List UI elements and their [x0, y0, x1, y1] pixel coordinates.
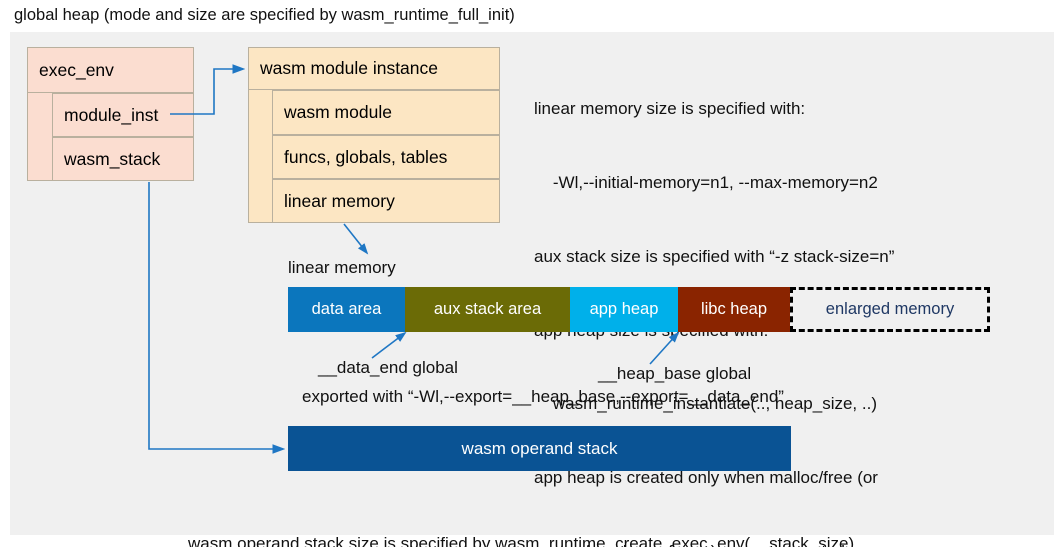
runtime-note-line: aux stack size is specified with “-z sta…	[534, 246, 895, 266]
wasm-module-label: wasm module	[284, 102, 392, 122]
memory-segment-aux-stack-area: aux stack area	[405, 287, 570, 332]
wasm-operand-stack-label: wasm operand stack	[461, 438, 618, 458]
memory-segment-libc-heap: libc heap	[678, 287, 790, 332]
memory-segment-app-heap: app heap	[570, 287, 678, 332]
module-instance-field-linear-memory: linear memory	[272, 179, 500, 223]
data-end-annotation: __data_end global	[318, 358, 458, 377]
memory-segment-enlarged-memory: enlarged memory	[790, 287, 990, 332]
linear-memory-field-label: linear memory	[284, 190, 395, 211]
operand-stack-note-line: wasm operand stack size is specified by …	[188, 534, 855, 547]
heap-base-annotation: __heap_base global	[598, 364, 752, 383]
exec-env-field-module-inst: module_inst	[52, 93, 194, 137]
export-flags-annotation: exported with “-Wl,--export=__heap_base,…	[302, 387, 784, 406]
linear-memory-bar: data area aux stack area app heap libc h…	[288, 287, 990, 332]
runtime-note-line: -Wl,--initial-memory=n1, --max-memory=n2	[534, 172, 878, 192]
memory-segment-label: aux stack area	[433, 300, 542, 318]
wasm-module-instance-header-label: wasm module instance	[260, 58, 438, 78]
runtime-note-line: __new/__release for as) are not exported	[534, 540, 1044, 547]
memory-segment-data-area: data area	[288, 287, 405, 332]
runtime-note-line: linear memory size is specified with:	[534, 99, 806, 119]
memory-segment-label: data area	[311, 300, 382, 318]
exec-env-field-wasm-stack: wasm_stack	[52, 137, 194, 181]
exec-env-gutter	[27, 93, 52, 181]
memory-segment-label: enlarged memory	[825, 300, 955, 318]
linear-memory-caption: linear memory	[288, 258, 396, 277]
memory-segment-label: app heap	[589, 300, 659, 318]
wasm-module-instance-gutter	[248, 90, 272, 223]
exec-env-header-label: exec_env	[39, 59, 114, 80]
wasm-operand-stack-box: wasm operand stack	[288, 426, 791, 471]
diagram-title: global heap (mode and size are specified…	[14, 6, 515, 24]
memory-segment-label: libc heap	[700, 300, 768, 318]
module-inst-label: module_inst	[64, 104, 159, 125]
runtime-note-line: app heap is created only when malloc/fre…	[534, 468, 878, 488]
exec-env-header: exec_env	[27, 47, 194, 93]
module-instance-field-wasm-module: wasm module	[272, 90, 500, 135]
operand-stack-notes: wasm operand stack size is specified by …	[188, 481, 854, 547]
module-instance-field-funcs-globals-tables: funcs, globals, tables	[272, 135, 500, 179]
wasm-stack-label: wasm_stack	[64, 148, 161, 169]
funcs-globals-tables-label: funcs, globals, tables	[284, 146, 448, 167]
wasm-module-instance-header: wasm module instance	[248, 47, 500, 90]
runtime-note-line: wasm_runtime_instantiate(.., heap_size, …	[534, 394, 877, 414]
